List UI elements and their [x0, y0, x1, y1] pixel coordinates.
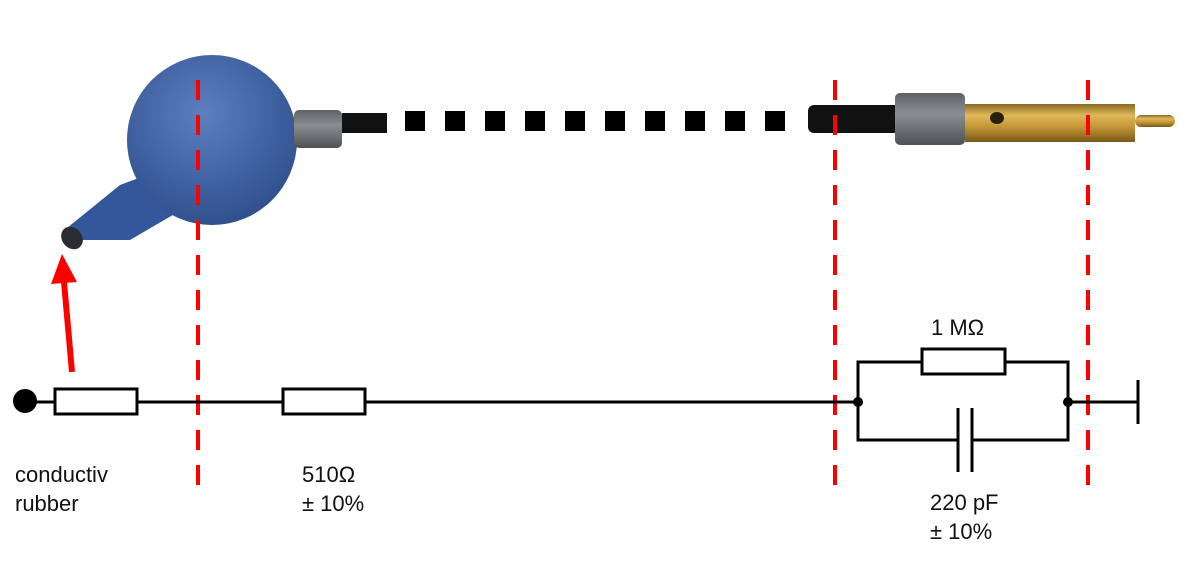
capacitor-label: 220 pF ± 10%: [930, 488, 999, 546]
input-terminal: [13, 389, 37, 413]
tip-material-label: conductiv rubber: [15, 460, 108, 518]
series-resistor-label: 510Ω ± 10%: [302, 460, 364, 518]
circuit: [25, 347, 1140, 472]
series-resistor-value: 510Ω: [302, 462, 356, 487]
series-resistor-tolerance: ± 10%: [302, 491, 365, 516]
probe-cable: [342, 113, 387, 133]
parallel-resistor-1mohm: [920, 347, 1007, 376]
parallel-resistor-label: 1 MΩ: [931, 315, 985, 340]
capacitor-value: 220 pF: [930, 490, 999, 515]
ball-probe-photo: [61, 55, 387, 250]
banana-plug-photo: [808, 93, 1175, 145]
tip-arrow: [51, 254, 77, 373]
node-left: [853, 397, 863, 407]
tip-material-line2: rubber: [15, 491, 79, 516]
tip-material-line1: conductiv: [15, 462, 108, 487]
series-resistor-510ohm: [281, 387, 367, 416]
capacitor-tolerance: ± 10%: [930, 519, 993, 544]
probe-connector: [294, 110, 342, 148]
node-right: [1063, 397, 1073, 407]
tip-resistor: [53, 387, 139, 416]
cable-break-dashes: [405, 111, 785, 131]
